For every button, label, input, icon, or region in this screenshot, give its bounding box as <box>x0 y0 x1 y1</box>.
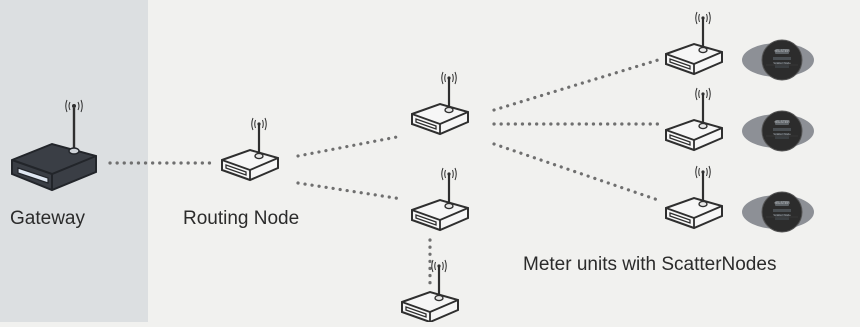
link-routing-lower <box>296 181 404 201</box>
link-routing-hub <box>296 134 404 158</box>
gateway-label: Gateway <box>10 208 85 229</box>
meter-brand-2: ≡ELSTER <box>774 120 790 124</box>
meter-node-icon-2 <box>664 86 724 152</box>
meter-node-icon-3 <box>664 164 724 230</box>
smart-meter-icon-1: ≡ELSTER Scatter Node <box>741 39 815 81</box>
hub-node-icon <box>410 70 470 136</box>
routing-node-icon <box>220 116 280 182</box>
smart-meter-icon-3: ≡ELSTER Scatter Node <box>741 191 815 233</box>
meter-node-icon-1 <box>664 10 724 76</box>
gateway-router-icon <box>11 99 97 192</box>
meter-brand-3: ≡ELSTER <box>774 201 790 205</box>
meter-units-label: Meter units with ScatterNodes <box>523 254 777 275</box>
meter-model-3: Scatter Node <box>773 213 791 217</box>
lower-node-icon <box>410 166 470 232</box>
link-hub-meter1 <box>492 58 660 112</box>
meter-model-2: Scatter Node <box>773 132 791 136</box>
meter-model-1: Scatter Node <box>773 61 791 65</box>
smart-meter-icon-2: ≡ELSTER Scatter Node <box>741 110 815 152</box>
link-group <box>108 58 660 286</box>
routing-node-label: Routing Node <box>183 208 300 229</box>
meter-brand-1: ≡ELSTER <box>774 49 790 53</box>
link-hub-meter3 <box>492 142 660 202</box>
